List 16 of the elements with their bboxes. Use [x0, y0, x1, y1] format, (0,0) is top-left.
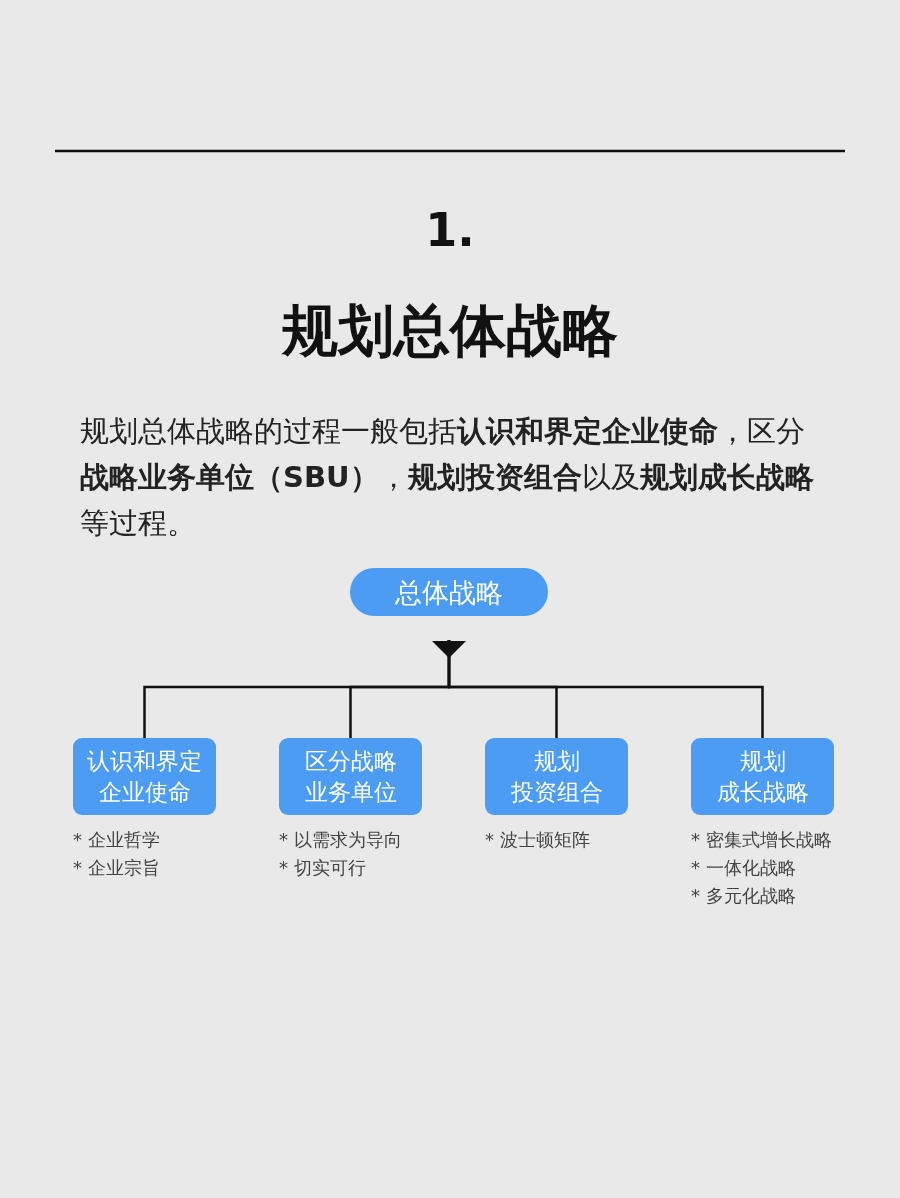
- root-pill: 总体战略: [350, 568, 548, 616]
- bullet-item: * 波士顿矩阵: [485, 828, 590, 852]
- bullet-item: * 多元化战略: [691, 884, 796, 908]
- strategy-box: 认识和界定企业使命: [73, 738, 216, 815]
- bullet-item: * 切实可行: [279, 856, 366, 880]
- title: 规划总体战略: [280, 297, 619, 365]
- strategy-box: 区分战略业务单位: [279, 738, 422, 815]
- description-paragraph: 规划总体战略的过程一般包括认识和界定企业使命，区分战略业务单位（SBU），规划投资组合以及规划成长战略等过程。: [80, 413, 815, 542]
- bullet-item: * 企业哲学: [73, 828, 160, 852]
- bullet-item: * 密集式增长战略: [691, 828, 832, 852]
- section-number: 1.: [424, 202, 476, 259]
- strategy-box: 规划成长战略: [691, 738, 834, 815]
- bullet-item: * 一体化战略: [691, 856, 796, 880]
- bullet-item: * 以需求为导向: [279, 828, 402, 852]
- bullet-item: * 企业宗旨: [73, 856, 160, 880]
- strategy-box: 规划投资组合: [485, 738, 628, 815]
